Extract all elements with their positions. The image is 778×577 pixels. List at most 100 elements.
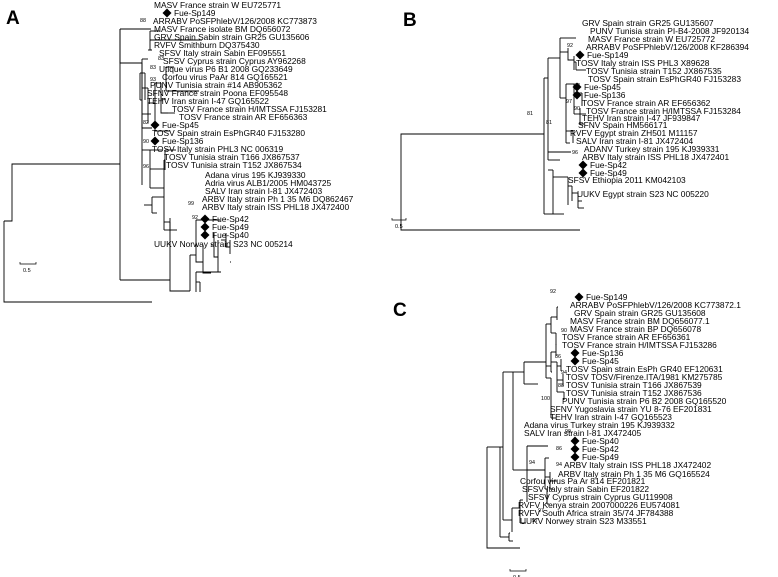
study-sample-diamond-icon: [578, 160, 588, 170]
leaf-label: TOSV Spain strain EsPhGR40 FJ153283: [588, 74, 741, 84]
bootstrap-value: 90: [143, 139, 149, 145]
scale-bar-label: 0.5: [395, 224, 403, 230]
leaf-label: MASV France strain BM DQ656077.1: [570, 316, 710, 326]
bootstrap-value: 96: [143, 164, 149, 170]
leaf-label: Fue-Sp149: [587, 50, 629, 60]
leaf-label: GRV Spain Sabin strain GR25 GU135606: [154, 32, 310, 42]
study-sample-diamond-icon: [574, 292, 584, 302]
leaf-label: TOSV Tunisia strain T152 JX867534: [166, 160, 302, 170]
leaf-label: SFSV Italy strain Sabin EF095551: [159, 48, 286, 58]
leaf-label: Fue-Sp136: [582, 348, 624, 358]
leaf-label: Fue-Sp45: [582, 356, 619, 366]
bootstrap-value: 94: [556, 462, 562, 468]
leaf-label: Fue-Sp45: [162, 120, 199, 130]
leaf-label: GRV Spain strain GR25 GU135608: [574, 308, 706, 318]
leaf-label: TOSV Tunisia strain T166 JX867539: [566, 380, 702, 390]
panel-a-letter: A: [6, 8, 20, 29]
scale-bar: [391, 218, 407, 221]
leaf-label: SFSV Cyprus strain Cyprus AY962268: [163, 56, 306, 66]
leaf-label: Adria virus ALB1/2005 HM043725: [205, 178, 332, 188]
study-sample-diamond-icon: [570, 436, 580, 446]
leaf-label: Fue-Sp136: [584, 90, 626, 100]
leaf-label: ARRABV PoSFPhlebV/126/2008 KC773872.1: [570, 300, 741, 310]
panel-a-labels: MASV France strain W EU725771Fue-Sp149AR…: [19, 0, 354, 274]
leaf-label: Fue-Sp149: [174, 8, 216, 18]
panel-c-tree: C: [393, 300, 565, 549]
leaf-label: TOSV Tunisia strain T152 JX867536: [566, 388, 702, 398]
leaf-label: ARRABV PoSFPhlebV/126/2008 KF286394: [586, 42, 749, 52]
bootstrap-value: 81: [546, 120, 552, 126]
leaf-label: TEHV Iran strain I-47 GQ165522: [147, 96, 269, 106]
leaf-label: TOSV France strain H/IMTSSA FJ153284: [586, 106, 741, 116]
bootstrap-value: 90: [561, 328, 567, 334]
bootstrap-value: 97: [566, 99, 572, 105]
leaf-label: TEHV Iran strain I-47 JF939847: [582, 113, 701, 123]
leaf-label: SFSV Ethiopia 2011 KM042103: [568, 175, 686, 185]
bootstrap-value: 90: [574, 106, 580, 112]
leaf-label: TOSV France strain H/IMTSSA FJ153286: [562, 340, 717, 350]
bootstrap-value: 100: [541, 396, 550, 402]
leaf-label: SFSV Italy strain Sabin EF201822: [522, 484, 649, 494]
study-sample-diamond-icon: [570, 444, 580, 454]
leaf-label: UUKV Egypt strain S23 NC 005220: [577, 189, 709, 199]
leaf-label: PUNV Tunisia strain P6 B2 2008 GQ165520: [562, 396, 727, 406]
study-sample-diamond-icon: [150, 120, 160, 130]
leaf-label: RVFV South Africa strain 35/74 JF784388: [518, 508, 674, 518]
leaf-label: MASV France strain W EU725772: [588, 34, 715, 44]
study-sample-diamond-icon: [570, 348, 580, 358]
study-sample-diamond-icon: [162, 8, 172, 18]
bootstrap-value: 82: [143, 120, 149, 126]
panel-b-letter: B: [403, 10, 417, 31]
bootstrap-value: 86: [555, 354, 561, 360]
labels-layer: MASV France strain W EU725771Fue-Sp149AR…: [19, 0, 750, 577]
panel-a-tree: A: [3, 8, 231, 303]
leaf-label: TEHV Iran strain I-47 GQ165523: [550, 412, 672, 422]
leaf-label: Adana virus 195 KJ939330: [205, 170, 306, 180]
leaf-label: SFSV Cyprus strain Cyprus GU119908: [528, 492, 673, 502]
study-sample-diamond-icon: [572, 82, 582, 92]
leaf-label: Corfou virus PaAr 814 GQ165521: [162, 72, 288, 82]
bootstrap-value: 88: [140, 18, 146, 24]
leaf-label: Utique virus P6 B1 2008 GQ233649: [159, 64, 293, 74]
leaf-label: RVFV Kenya strain 2007000226 EU574081: [518, 500, 680, 510]
panel-b-tree: B: [400, 10, 586, 231]
leaf-label: PUNV Tunisia strain #14 AB905362: [150, 80, 283, 90]
leaf-label: Fue-Sp40: [582, 436, 619, 446]
study-sample-diamond-icon: [572, 90, 582, 100]
leaf-label: ARBV Italy strain ISS PHL18 JX472402: [564, 460, 711, 470]
leaf-label: SFNV Yugoslavia strain YU 8-76 EF201831: [550, 404, 712, 414]
bootstrap-value: 82: [574, 83, 580, 89]
leaf-label: ARBV Italy strain Ph 1 35 M6 GQ165524: [558, 469, 710, 479]
leaf-label: UUKV Norway strain S23 NC 005214: [154, 239, 293, 249]
bootstrap-value: 92: [567, 43, 573, 49]
leaf-label: TOSV Tunisia strain T152 JX867535: [586, 66, 722, 76]
leaf-label: MASV France strain W EU725771: [154, 0, 281, 10]
leaf-label: TOSV France strain AR EF656363: [179, 112, 308, 122]
leaf-label: Fue-Sp149: [586, 292, 628, 302]
leaf-label: TOSV Italy strain PHL3 NC 006319: [152, 144, 283, 154]
study-sample-diamond-icon: [570, 452, 580, 462]
leaf-label: TOSV Spain strain EsPh GR40 EF120631: [566, 364, 723, 374]
bootstrap-value: 97: [538, 508, 544, 514]
study-sample-diamond-icon: [575, 50, 585, 60]
leaf-label: RVFV Smithburn DQ375430: [154, 40, 260, 50]
leaf-label: SALV Iran strain I-81 JX472403: [205, 186, 323, 196]
leaf-label: ARBV Italy strain ISS PHL18 JX472400: [202, 202, 349, 212]
leaf-label: TOSV France strain AR EF656361: [562, 332, 691, 342]
study-sample-diamond-icon: [200, 214, 210, 224]
leaf-label: Fue-Sp136: [162, 136, 204, 146]
leaf-label: SFNV Spain HM566171: [578, 120, 668, 130]
leaf-label: Fue-Sp49: [212, 222, 249, 232]
study-sample-diamond-icon: [200, 222, 210, 232]
bootstrap-value: 83: [150, 65, 156, 71]
leaf-label: RVFV Egypt strain ZH501 M11157: [570, 128, 698, 138]
bootstrap-value: 99: [565, 429, 571, 435]
leaf-label: TOSV France strain H/IMTSSA FJ153281: [172, 104, 327, 114]
scale-bar-label: 0.5: [513, 575, 521, 577]
study-sample-diamond-icon: [570, 356, 580, 366]
bootstrap-value: 92: [550, 289, 556, 295]
leaf-label: PUNV Tunisia strain PI-B4-2008 JF920134: [590, 26, 750, 36]
leaf-label: Fue-Sp49: [582, 452, 619, 462]
bootstrap-value: 93: [150, 77, 156, 83]
